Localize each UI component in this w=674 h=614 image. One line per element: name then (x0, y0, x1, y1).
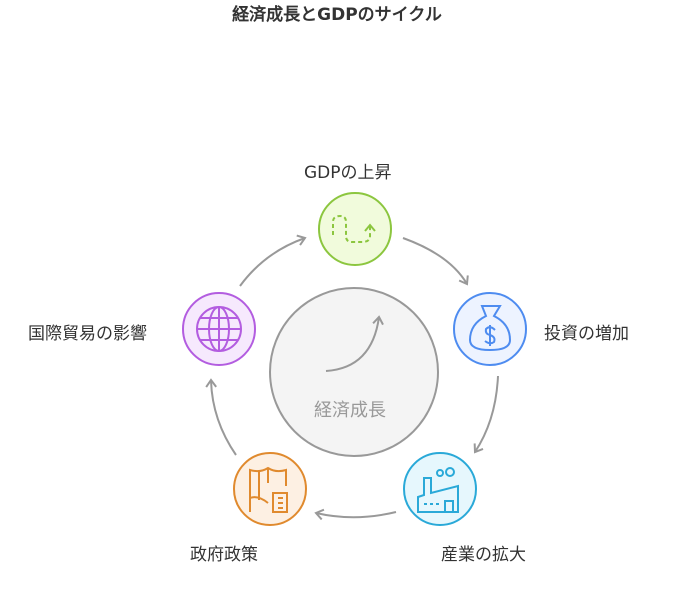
node-policy (233, 452, 307, 526)
globe-icon (196, 306, 242, 352)
arrow-policy-to-trade (205, 378, 237, 456)
label-industry: 産業の拡大 (441, 545, 526, 565)
node-investment (453, 292, 527, 366)
arrow-trade-to-gdp (239, 234, 307, 287)
arrow-gdp-to-investment (402, 237, 469, 286)
label-policy: 政府政策 (190, 545, 258, 565)
cycle-arrows (205, 234, 499, 521)
arrow-investment-to-industry (473, 375, 499, 454)
arrow-industry-to-policy (314, 508, 397, 521)
money-bag-icon (468, 305, 512, 352)
factory-icon (417, 467, 459, 513)
diagram-title: 経済成長とGDPのサイクル (232, 5, 442, 25)
label-investment: 投資の増加 (544, 324, 629, 344)
growth-arrow-icon (325, 315, 384, 372)
node-gdp (318, 192, 392, 266)
map-document-icon (249, 466, 288, 513)
node-industry (403, 452, 477, 526)
label-trade: 国際貿易の影響 (28, 324, 147, 344)
center-label: 経済成長 (314, 400, 386, 421)
dashed-path-up-arrow-icon (332, 214, 376, 243)
node-trade (182, 292, 256, 366)
center-circle (269, 287, 439, 457)
label-gdp: GDPの上昇 (304, 163, 392, 183)
